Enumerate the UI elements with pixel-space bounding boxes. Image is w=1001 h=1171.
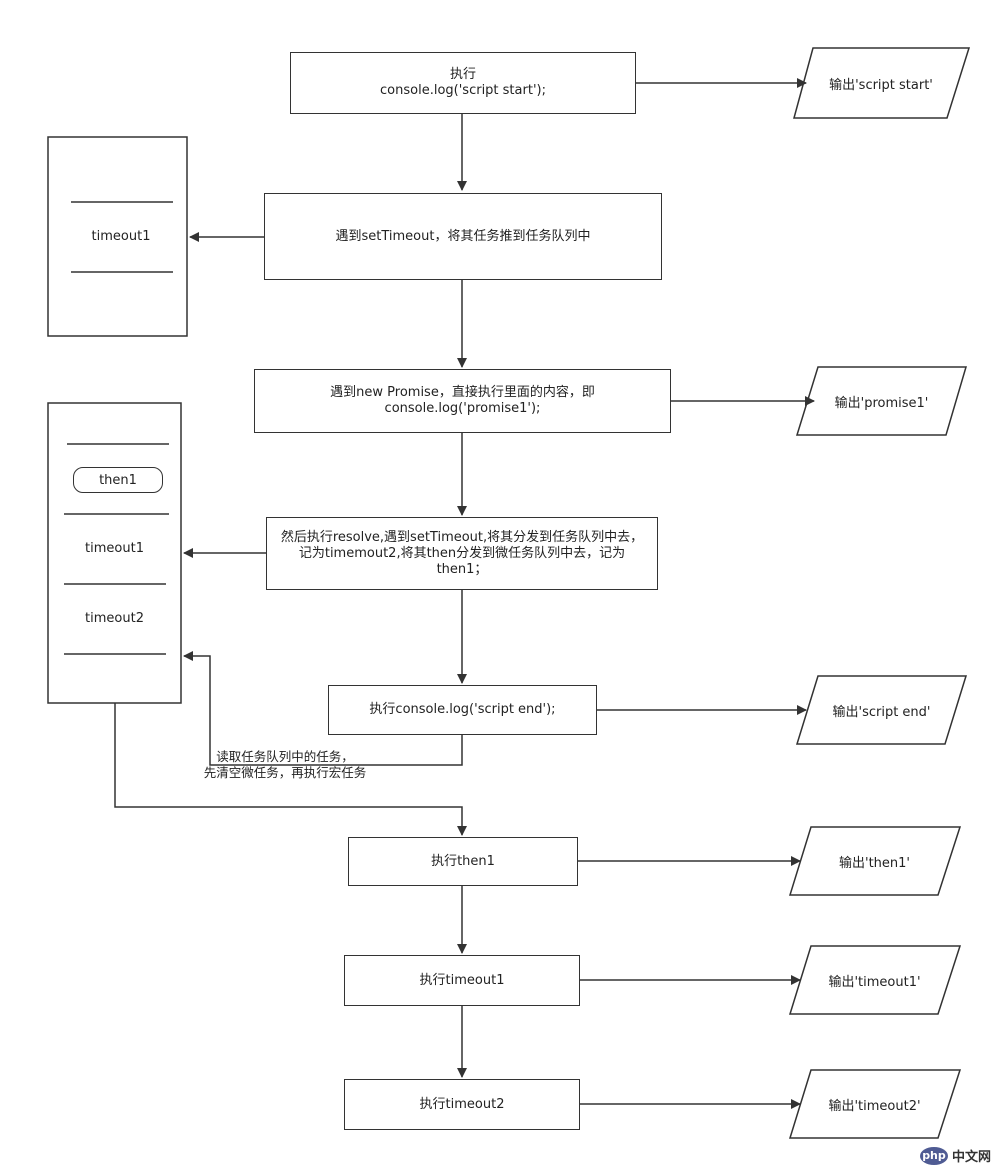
step-s4-line1: 然后执行resolve,遇到setTimeout,将其分发到任务队列中去， [280, 529, 644, 545]
step-s3-line2: console.log('promise1'); [384, 401, 541, 416]
step-s8-line1: 执行timeout2 [419, 1096, 505, 1112]
output-timeout2: 输出'timeout2' [828, 1098, 921, 1114]
output-shape-o4 [788, 826, 962, 896]
site-watermark: php 中文网 [919, 1146, 991, 1165]
watermark-text: 中文网 [951, 1150, 991, 1165]
task-queue-2 [47, 402, 182, 704]
output-shape-o5 [788, 945, 962, 1015]
step-execute-timeout1: 执行timeout1 [344, 955, 580, 1006]
step-execute-then1: 执行then1 [348, 837, 578, 886]
output-script-end: 输出'script end' [832, 704, 931, 720]
output-script-start: 输出'script start' [829, 77, 933, 93]
step-new-promise: 遇到new Promise，直接执行里面的内容，即 console.log('p… [254, 369, 671, 433]
output-shape-o6 [788, 1069, 962, 1139]
step-s6-line1: 执行then1 [431, 853, 495, 869]
php-logo-badge: php [919, 1146, 948, 1165]
queue2-micro-then1: then1 [73, 467, 163, 493]
step-s4-line2: 记为timemout2,将其then分发到微任务队列中去，记为 [298, 545, 626, 561]
output-promise1: 输出'promise1' [834, 395, 929, 411]
output-then1: 输出'then1' [839, 855, 910, 871]
step-script-end: 执行console.log('script end'); [328, 685, 597, 735]
queue1-item-timeout1: timeout1 [91, 229, 151, 244]
step-s5-line1: 执行console.log('script end'); [369, 702, 556, 717]
step-s1-line1: 执行 [449, 67, 476, 82]
step-resolve: 然后执行resolve,遇到setTimeout,将其分发到任务队列中去， 记为… [266, 517, 658, 590]
read-queue-note-line2: 先清空微任务，再执行宏任务 [203, 765, 367, 780]
step-s2-line1: 遇到setTimeout，将其任务推到任务队列中 [335, 228, 591, 244]
arrow-s5-read-queue [183, 651, 463, 766]
output-shape-o3 [795, 675, 968, 745]
output-shape-o2 [795, 366, 968, 436]
read-queue-note: 读取任务队列中的任务， 先清空微任务，再执行宏任务 [190, 749, 380, 781]
step-s4-line3: then1； [436, 561, 488, 577]
step-execute-script-start: 执行 console.log('script start'); [290, 52, 636, 114]
step-s7-line1: 执行timeout1 [419, 972, 505, 988]
queue2-item-timeout2: timeout2 [85, 611, 144, 626]
step-s3-line1: 遇到new Promise，直接执行里面的内容，即 [330, 385, 595, 400]
step-s1-line2: console.log('script start'); [380, 83, 546, 98]
read-queue-note-line1: 读取任务队列中的任务， [216, 749, 354, 764]
step-execute-timeout2: 执行timeout2 [344, 1079, 580, 1130]
output-timeout1: 输出'timeout1' [828, 974, 921, 990]
task-queue-1 [47, 136, 188, 337]
queue2-item-timeout1: timeout1 [85, 541, 144, 556]
arrow-queue-s6 [114, 703, 467, 836]
output-shape-o1 [793, 47, 971, 119]
step-encounter-settimeout: 遇到setTimeout，将其任务推到任务队列中 [264, 193, 662, 280]
